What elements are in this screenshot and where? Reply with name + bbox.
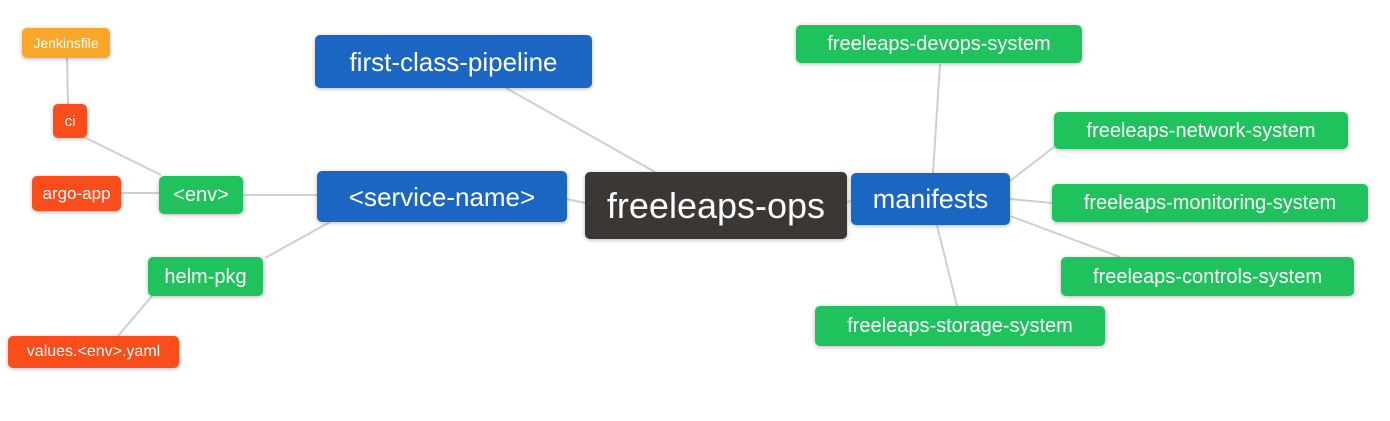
edge-manifests-freeleaps-monitoring-system — [1009, 198, 1053, 204]
edge-manifests-freeleaps-storage-system — [936, 224, 958, 307]
edge-service-name-helm-pkg — [264, 221, 331, 259]
edge-manifests-freeleaps-controls-system — [1009, 215, 1121, 258]
edge-jenkinsfile-ci — [66, 57, 69, 105]
node-helm-pkg[interactable]: helm-pkg — [148, 257, 263, 296]
node-values-env-yaml[interactable]: values.<env>.yaml — [8, 336, 179, 368]
node-first-class-pipeline[interactable]: first-class-pipeline — [315, 35, 592, 88]
edge-manifests-freeleaps-devops-system — [932, 63, 941, 174]
node-freeleaps-controls-system[interactable]: freeleaps-controls-system — [1061, 257, 1354, 296]
edge-first-class-pipeline-freeleaps-ops — [505, 87, 656, 173]
node-freeleaps-devops-system[interactable]: freeleaps-devops-system — [796, 25, 1082, 63]
node-argo-app[interactable]: argo-app — [32, 176, 121, 211]
node-manifests[interactable]: manifests — [851, 173, 1010, 225]
node-ci[interactable]: ci — [53, 104, 87, 138]
node-env[interactable]: <env> — [159, 176, 243, 214]
node-freeleaps-network-system[interactable]: freeleaps-network-system — [1054, 112, 1348, 149]
edge-service-name-freeleaps-ops — [566, 198, 586, 204]
node-jenkinsfile[interactable]: Jenkinsfile — [22, 28, 110, 58]
edge-ci-env — [83, 136, 162, 176]
node-freeleaps-monitoring-system[interactable]: freeleaps-monitoring-system — [1052, 184, 1368, 222]
edge-helm-pkg-values-env-yaml — [117, 295, 153, 337]
node-freeleaps-ops[interactable]: freeleaps-ops — [585, 172, 847, 239]
edge-manifests-freeleaps-network-system — [1009, 146, 1055, 182]
node-service-name[interactable]: <service-name> — [317, 171, 567, 222]
node-freeleaps-storage-system[interactable]: freeleaps-storage-system — [815, 306, 1105, 346]
